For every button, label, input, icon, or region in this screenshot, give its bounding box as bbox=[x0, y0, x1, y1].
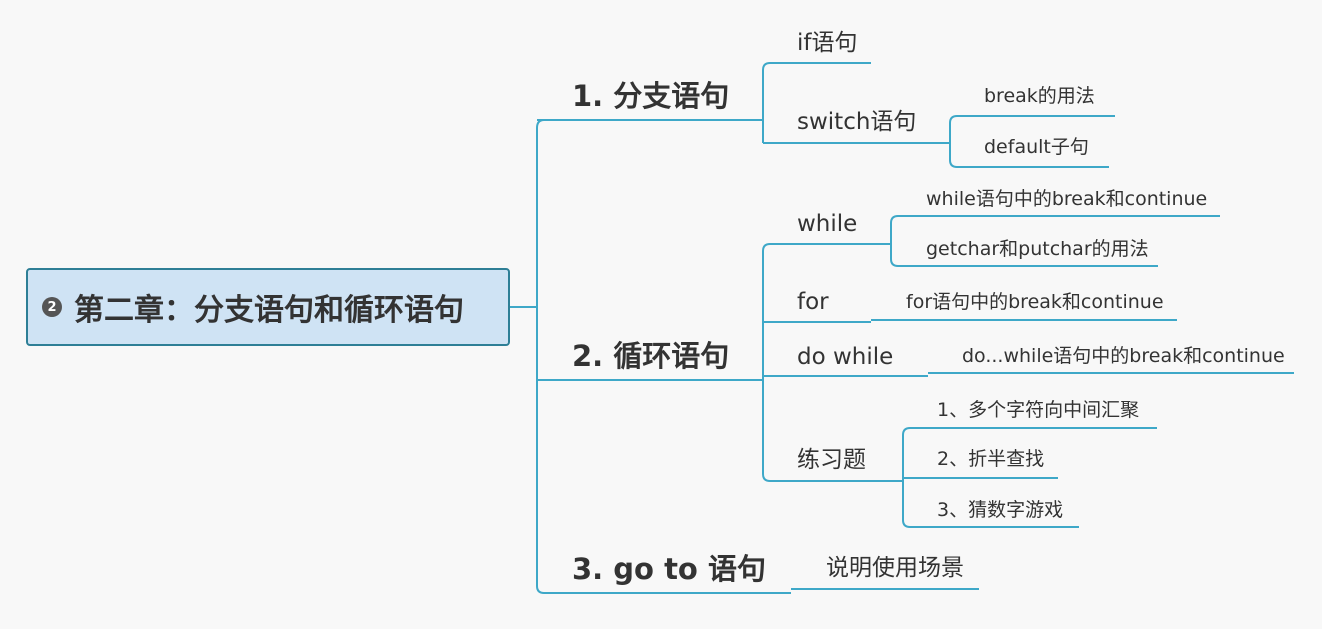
subtopic-switch[interactable]: switch语句 bbox=[797, 109, 917, 135]
subtopic-practice-converge-chars[interactable]: 1、多个字符向中间汇聚 bbox=[937, 399, 1140, 421]
subtopic-default-clause[interactable]: default子句 bbox=[984, 136, 1089, 158]
subtopic-do-while-break-continue[interactable]: do...while语句中的break和continue bbox=[962, 345, 1285, 367]
subtopic-while[interactable]: while bbox=[797, 211, 858, 237]
link-switch-vertical bbox=[949, 115, 958, 168]
link-spine bbox=[536, 119, 545, 594]
subtopic-getchar-putchar[interactable]: getchar和putchar的用法 bbox=[926, 238, 1149, 260]
subtopic-if[interactable]: if语句 bbox=[797, 30, 858, 56]
link-b2-vertical bbox=[762, 243, 771, 482]
subtopic-usage-scenarios[interactable]: 说明使用场景 bbox=[826, 555, 964, 581]
root-topic[interactable]: 2 第二章：分支语句和循环语句 bbox=[26, 268, 510, 346]
subtopic-practice-binary-search[interactable]: 2、折半查找 bbox=[937, 448, 1045, 470]
subtopic-for[interactable]: for bbox=[797, 289, 829, 315]
subtopic-practice[interactable]: 练习题 bbox=[797, 447, 866, 473]
chapter-number-badge: 2 bbox=[42, 297, 62, 317]
link-while-vertical bbox=[890, 215, 899, 267]
subtopic-practice-guess-number[interactable]: 3、猜数字游戏 bbox=[937, 499, 1064, 521]
subtopic-break-usage[interactable]: break的用法 bbox=[984, 85, 1095, 107]
root-title: 第二章：分支语句和循环语句 bbox=[74, 293, 464, 328]
topic-loop-statements[interactable]: 2. 循环语句 bbox=[572, 339, 730, 373]
subtopic-do-while[interactable]: do while bbox=[797, 344, 894, 370]
topic-branching-statements[interactable]: 1. 分支语句 bbox=[572, 79, 730, 113]
subtopic-while-break-continue[interactable]: while语句中的break和continue bbox=[926, 188, 1208, 210]
link-b1-vertical bbox=[762, 62, 771, 143]
subtopic-for-break-continue[interactable]: for语句中的break和continue bbox=[906, 291, 1164, 313]
topic-goto-statement[interactable]: 3. go to 语句 bbox=[572, 552, 766, 586]
